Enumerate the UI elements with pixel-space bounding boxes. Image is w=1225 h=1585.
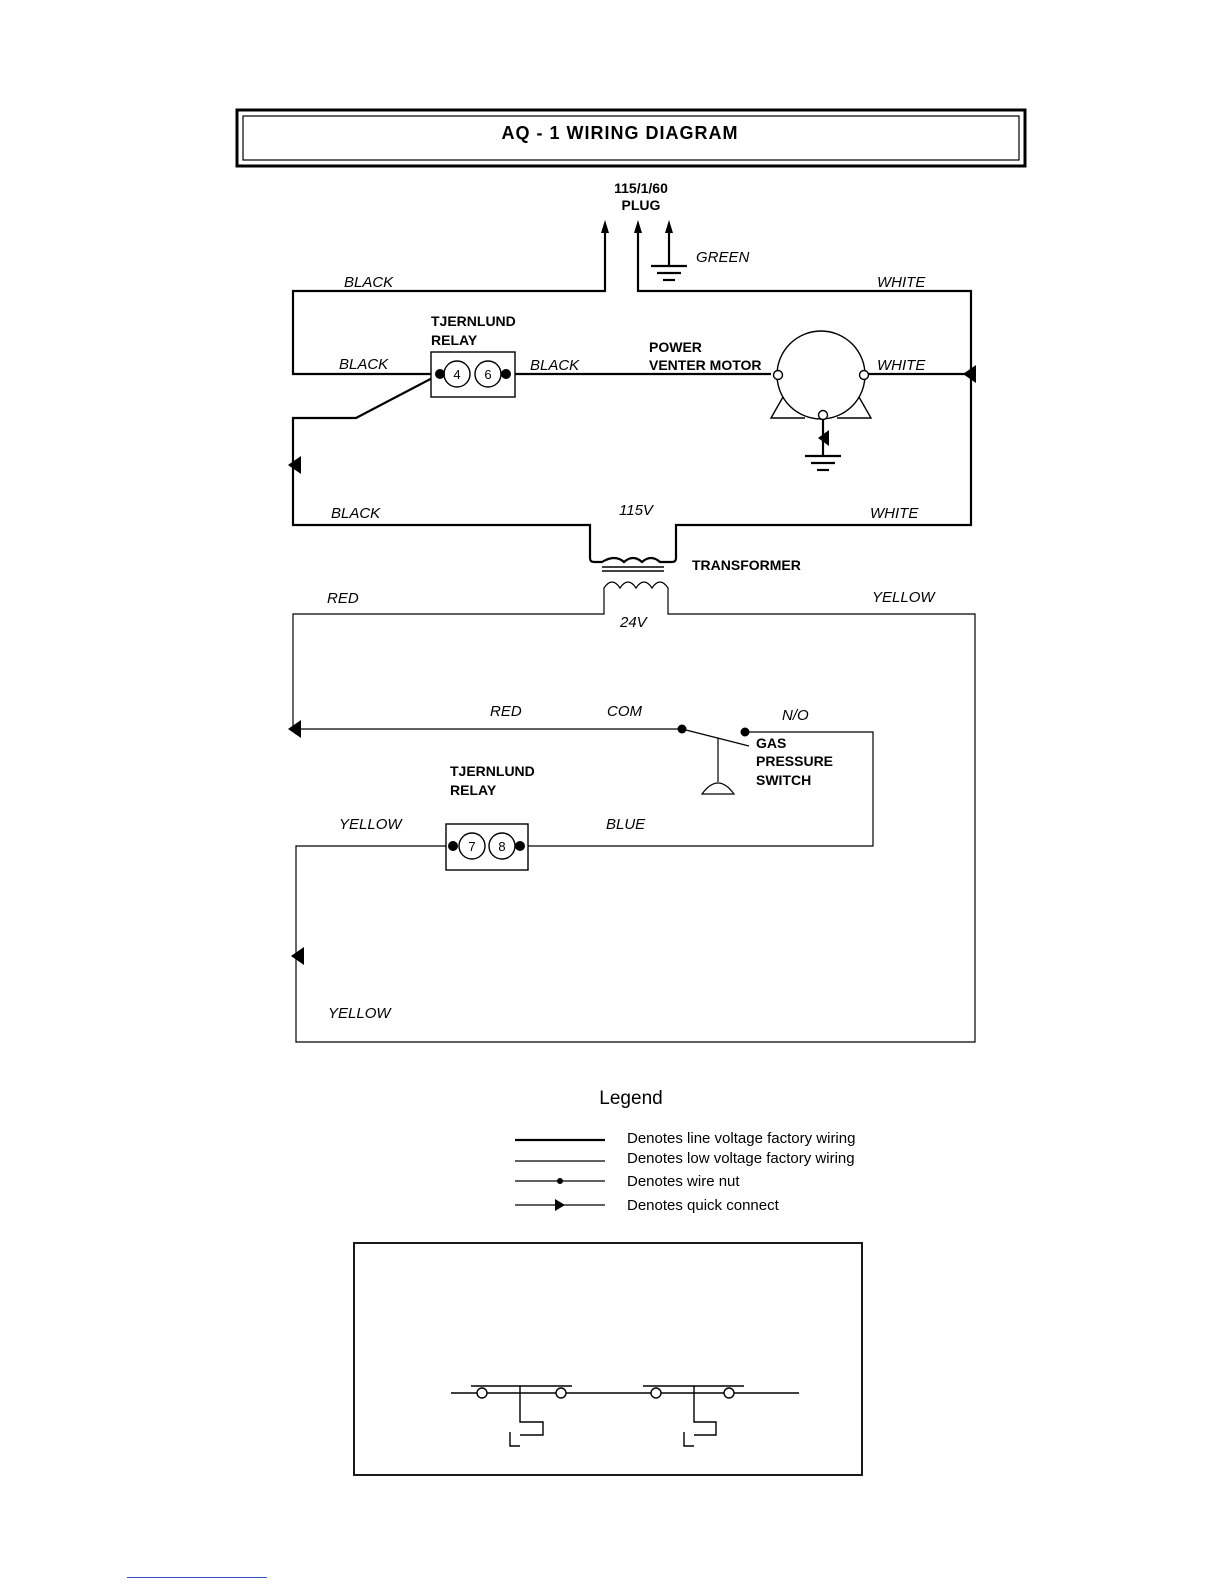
wire-nut-relay-7 xyxy=(448,841,458,851)
wire-nut-relay-6 xyxy=(501,369,511,379)
relay-upper-label-1: TJERNLUND xyxy=(431,313,516,329)
plug-label: PLUG xyxy=(622,197,661,213)
wire-label-blue: BLUE xyxy=(606,816,646,833)
relay-pin-6: 6 xyxy=(484,367,491,382)
switch-label-3: SWITCH xyxy=(756,772,811,788)
relay-pin-4: 4 xyxy=(453,367,460,382)
line-voltage-wiring xyxy=(288,233,976,548)
transformer-primary: 115V xyxy=(619,502,655,519)
plug-arrow-white xyxy=(634,220,642,233)
legend-quick-connect-icon xyxy=(555,1199,565,1211)
quick-connect-left xyxy=(288,456,301,474)
wire-label-black-relay-out: BLACK xyxy=(530,357,580,374)
relay-lower-label-2: RELAY xyxy=(450,782,497,798)
motor-ground-icon xyxy=(805,454,841,472)
switch-com-label: COM xyxy=(607,703,643,720)
wire-label-white-motor: WHITE xyxy=(877,357,926,374)
plug-arrow-black xyxy=(601,220,609,233)
wire-label-yellow-top: YELLOW xyxy=(872,589,936,606)
plug-ground-icon xyxy=(651,264,687,282)
plug: 115/1/60 PLUG GREEN xyxy=(601,180,750,282)
relay-pin-7: 7 xyxy=(468,839,475,854)
relay-lower-label-1: TJERNLUND xyxy=(450,763,535,779)
switch-symbol-right xyxy=(643,1385,799,1447)
transformer: TRANSFORMER 115V 24V xyxy=(588,502,801,631)
diagram-title: AQ - 1 WIRING DIAGRAM xyxy=(502,123,739,143)
switch-label-1: GAS xyxy=(756,735,786,751)
transformer-label: TRANSFORMER xyxy=(692,557,801,573)
legend-low-voltage-text: Denotes low voltage factory wiring xyxy=(627,1150,855,1167)
footer-link-underline[interactable] xyxy=(127,1577,267,1578)
switch-no-terminal xyxy=(740,727,750,737)
quick-connect-right xyxy=(963,365,976,383)
wire-nut-relay-8 xyxy=(515,841,525,851)
gas-pressure-switch: COM N/O GAS PRESSURE SWITCH xyxy=(607,703,833,795)
transformer-secondary: 24V xyxy=(619,614,649,631)
title-box: AQ - 1 WIRING DIAGRAM xyxy=(235,108,1027,168)
wire-label-black-transformer: BLACK xyxy=(331,505,381,522)
wire-label-black-top: BLACK xyxy=(344,274,394,291)
wire-label-red-switch: RED xyxy=(490,703,522,720)
switch-com-terminal xyxy=(677,724,687,734)
low-voltage-wiring xyxy=(288,596,976,1043)
relay-upper: TJERNLUND RELAY 4 6 xyxy=(430,313,516,398)
relay-lower: TJERNLUND RELAY 7 8 xyxy=(445,763,535,871)
wire-label-white-top: WHITE xyxy=(877,274,926,291)
wire-label-yellow-bottom: YELLOW xyxy=(328,1005,392,1022)
plug-arrow-green xyxy=(665,220,673,233)
wire-label-green: GREEN xyxy=(696,249,750,266)
wire-label-black-relay-in: BLACK xyxy=(339,356,389,373)
wire-nut-relay-4 xyxy=(435,369,445,379)
legend-line-voltage-text: Denotes line voltage factory wiring xyxy=(627,1130,855,1147)
legend-quick-connect-text: Denotes quick connect xyxy=(627,1197,780,1214)
legend-title: Legend xyxy=(599,1088,662,1109)
switch-symbol-box xyxy=(353,1242,863,1476)
wire-label-red-top: RED xyxy=(327,590,359,607)
relay-pin-8: 8 xyxy=(498,839,505,854)
wire-labels: BLACK WHITE BLACK BLACK WHITE BLACK WHIT… xyxy=(327,274,936,1022)
motor-label-1: POWER xyxy=(649,339,702,355)
motor-label-2: VENTER MOTOR xyxy=(649,357,762,373)
legend: Legend Denotes line voltage factory wiri… xyxy=(515,1088,855,1214)
relay-upper-label-2: RELAY xyxy=(431,332,478,348)
quick-connect-red xyxy=(288,720,301,738)
wire-label-yellow-relay: YELLOW xyxy=(339,816,403,833)
switch-label-2: PRESSURE xyxy=(756,753,833,769)
wire-label-white-transformer: WHITE xyxy=(870,505,919,522)
switch-symbol-left xyxy=(451,1385,650,1447)
plug-rating: 115/1/60 xyxy=(614,180,668,196)
quick-connect-yellow xyxy=(291,947,304,965)
power-venter-motor: POWER VENTER MOTOR xyxy=(649,330,873,472)
legend-wire-nut-text: Denotes wire nut xyxy=(627,1173,740,1190)
legend-wire-nut-icon xyxy=(557,1178,563,1184)
switch-no-label: N/O xyxy=(782,707,809,724)
